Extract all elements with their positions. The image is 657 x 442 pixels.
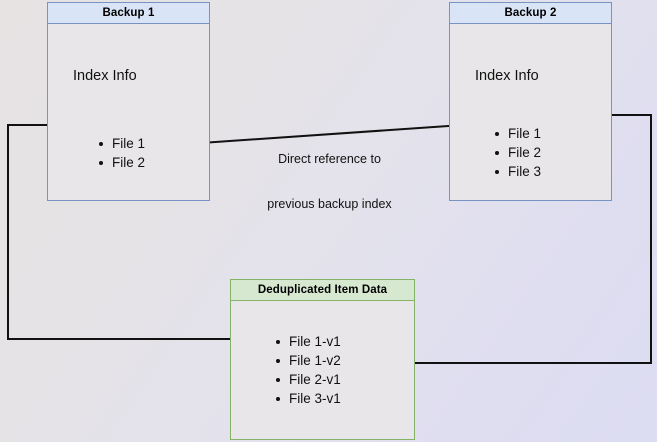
list-item: File 2 [494, 143, 541, 162]
list-item: File 1-v2 [275, 351, 341, 370]
node-backup-2-file-list: File 1 File 2 File 3 [494, 124, 541, 181]
node-backup-2-section-title: Index Info [475, 68, 539, 84]
edge-label-line-1: Direct reference to [278, 152, 381, 166]
edge-label-line-2: previous backup index [267, 197, 392, 211]
node-backup-1-section-title: Index Info [73, 68, 137, 84]
node-deduplicated-item-data-body: File 1-v1 File 1-v2 File 2-v1 File 3-v1 [231, 301, 414, 439]
list-item: File 2 [98, 153, 145, 172]
list-item: File 1 [494, 124, 541, 143]
node-backup-1[interactable]: Backup 1 Index Info File 1 File 2 [47, 2, 210, 201]
list-item: File 3 [494, 162, 541, 181]
edge-label-direct-reference: Direct reference to previous backup inde… [247, 122, 412, 242]
node-backup-1-file-list: File 1 File 2 [98, 134, 145, 172]
node-deduplicated-file-list: File 1-v1 File 1-v2 File 2-v1 File 3-v1 [275, 332, 341, 408]
node-backup-1-body: Index Info File 1 File 2 [48, 24, 209, 200]
node-backup-1-header: Backup 1 [48, 3, 209, 24]
list-item: File 2-v1 [275, 370, 341, 389]
list-item: File 3-v1 [275, 389, 341, 408]
list-item: File 1-v1 [275, 332, 341, 351]
node-deduplicated-item-data[interactable]: Deduplicated Item Data File 1-v1 File 1-… [230, 279, 415, 440]
edge-backup2-to-backup1 [170, 122, 493, 152]
node-deduplicated-item-data-header: Deduplicated Item Data [231, 280, 414, 301]
edge-backup2-to-dedup [377, 114, 652, 372]
node-backup-2-header: Backup 2 [450, 3, 611, 24]
list-item: File 1 [98, 134, 145, 153]
node-backup-2-body: Index Info File 1 File 2 File 3 [450, 24, 611, 200]
node-backup-2[interactable]: Backup 2 Index Info File 1 File 2 File 3 [449, 2, 612, 201]
